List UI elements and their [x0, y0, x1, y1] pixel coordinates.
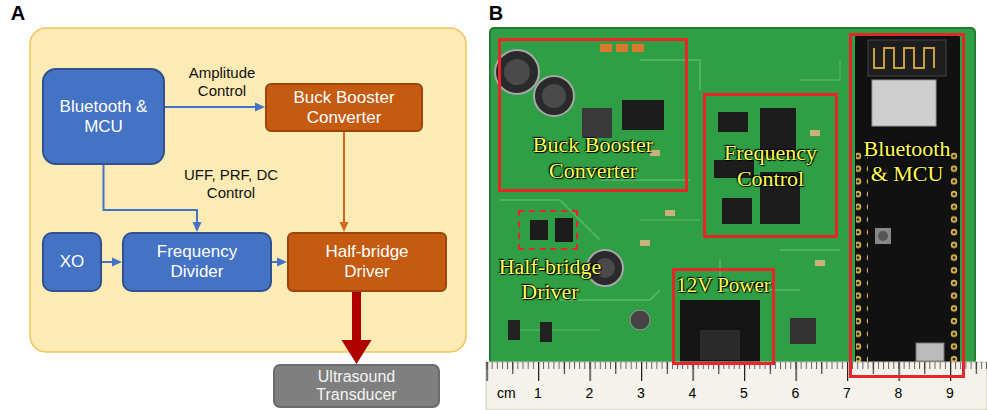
region-box: 12V Power [672, 268, 775, 365]
region-box: Bluetooth & MCU [849, 33, 965, 378]
arrow-head [112, 258, 122, 267]
ruler-number: 8 [889, 385, 909, 401]
node-label: XO [60, 252, 85, 272]
node-label: Ultrasound Transducer [282, 368, 432, 405]
oscillator-block: XO [42, 232, 102, 292]
node-label: Buck Booster Converter [274, 88, 414, 127]
signal-label: UFF, PRF, DC Control [175, 166, 287, 202]
region-box: Half-bridge Driver [518, 210, 578, 250]
ruler-number: 1 [528, 385, 548, 401]
mcu-module [855, 35, 960, 378]
node-label: Frequency Control [707, 140, 835, 191]
ruler-number: 4 [683, 385, 703, 401]
panel-background [30, 28, 466, 352]
divider-block: Frequency Divider [122, 232, 272, 292]
ruler-number: 7 [837, 385, 857, 401]
node-label: Frequency Divider [137, 242, 257, 281]
transducer-block: Ultrasound Transducer [273, 364, 440, 408]
region-box: Frequency Control [703, 93, 838, 238]
panel-letter: B [484, 2, 508, 25]
connector [342, 292, 372, 364]
connector [165, 103, 265, 112]
arrow-head [277, 258, 287, 267]
arrow-head [342, 340, 372, 364]
ruler-number: 6 [786, 385, 806, 401]
converter-block: Buck Booster Converter [265, 83, 423, 132]
connector-line [165, 106, 256, 108]
arrow-head [340, 222, 349, 232]
connector-line [343, 132, 345, 223]
arrow-head [255, 103, 265, 112]
ruler-number: 2 [580, 385, 600, 401]
region-box: Buck Booster Converter [498, 38, 688, 192]
ruler-number: 3 [631, 385, 651, 401]
connector [340, 132, 349, 232]
node-label: Half-bridge Driver [302, 242, 432, 281]
node-label: Buck Booster Converter [503, 132, 683, 183]
ruler [486, 362, 987, 410]
driver-block: Half-bridge Driver [287, 232, 447, 292]
ruler-number: 5 [734, 385, 754, 401]
panel-letter: A [6, 2, 30, 25]
connector-line [352, 292, 361, 341]
node-label: 12V Power [676, 273, 771, 297]
connector [102, 258, 122, 267]
mcu-block: Bluetooth & MCU [42, 68, 165, 165]
connector-line [104, 165, 198, 223]
arrow-head [193, 222, 202, 232]
connector-line [102, 261, 113, 263]
ruler-number: 9 [940, 385, 960, 401]
signal-label: Amplitude Control [177, 64, 267, 100]
node-label: Bluetooth & MCU [853, 136, 961, 187]
connector [272, 258, 287, 267]
node-label: Half-bridge Driver [490, 254, 610, 305]
ruler-unit: cm [497, 385, 525, 401]
node-label: Bluetooth & MCU [58, 97, 150, 136]
